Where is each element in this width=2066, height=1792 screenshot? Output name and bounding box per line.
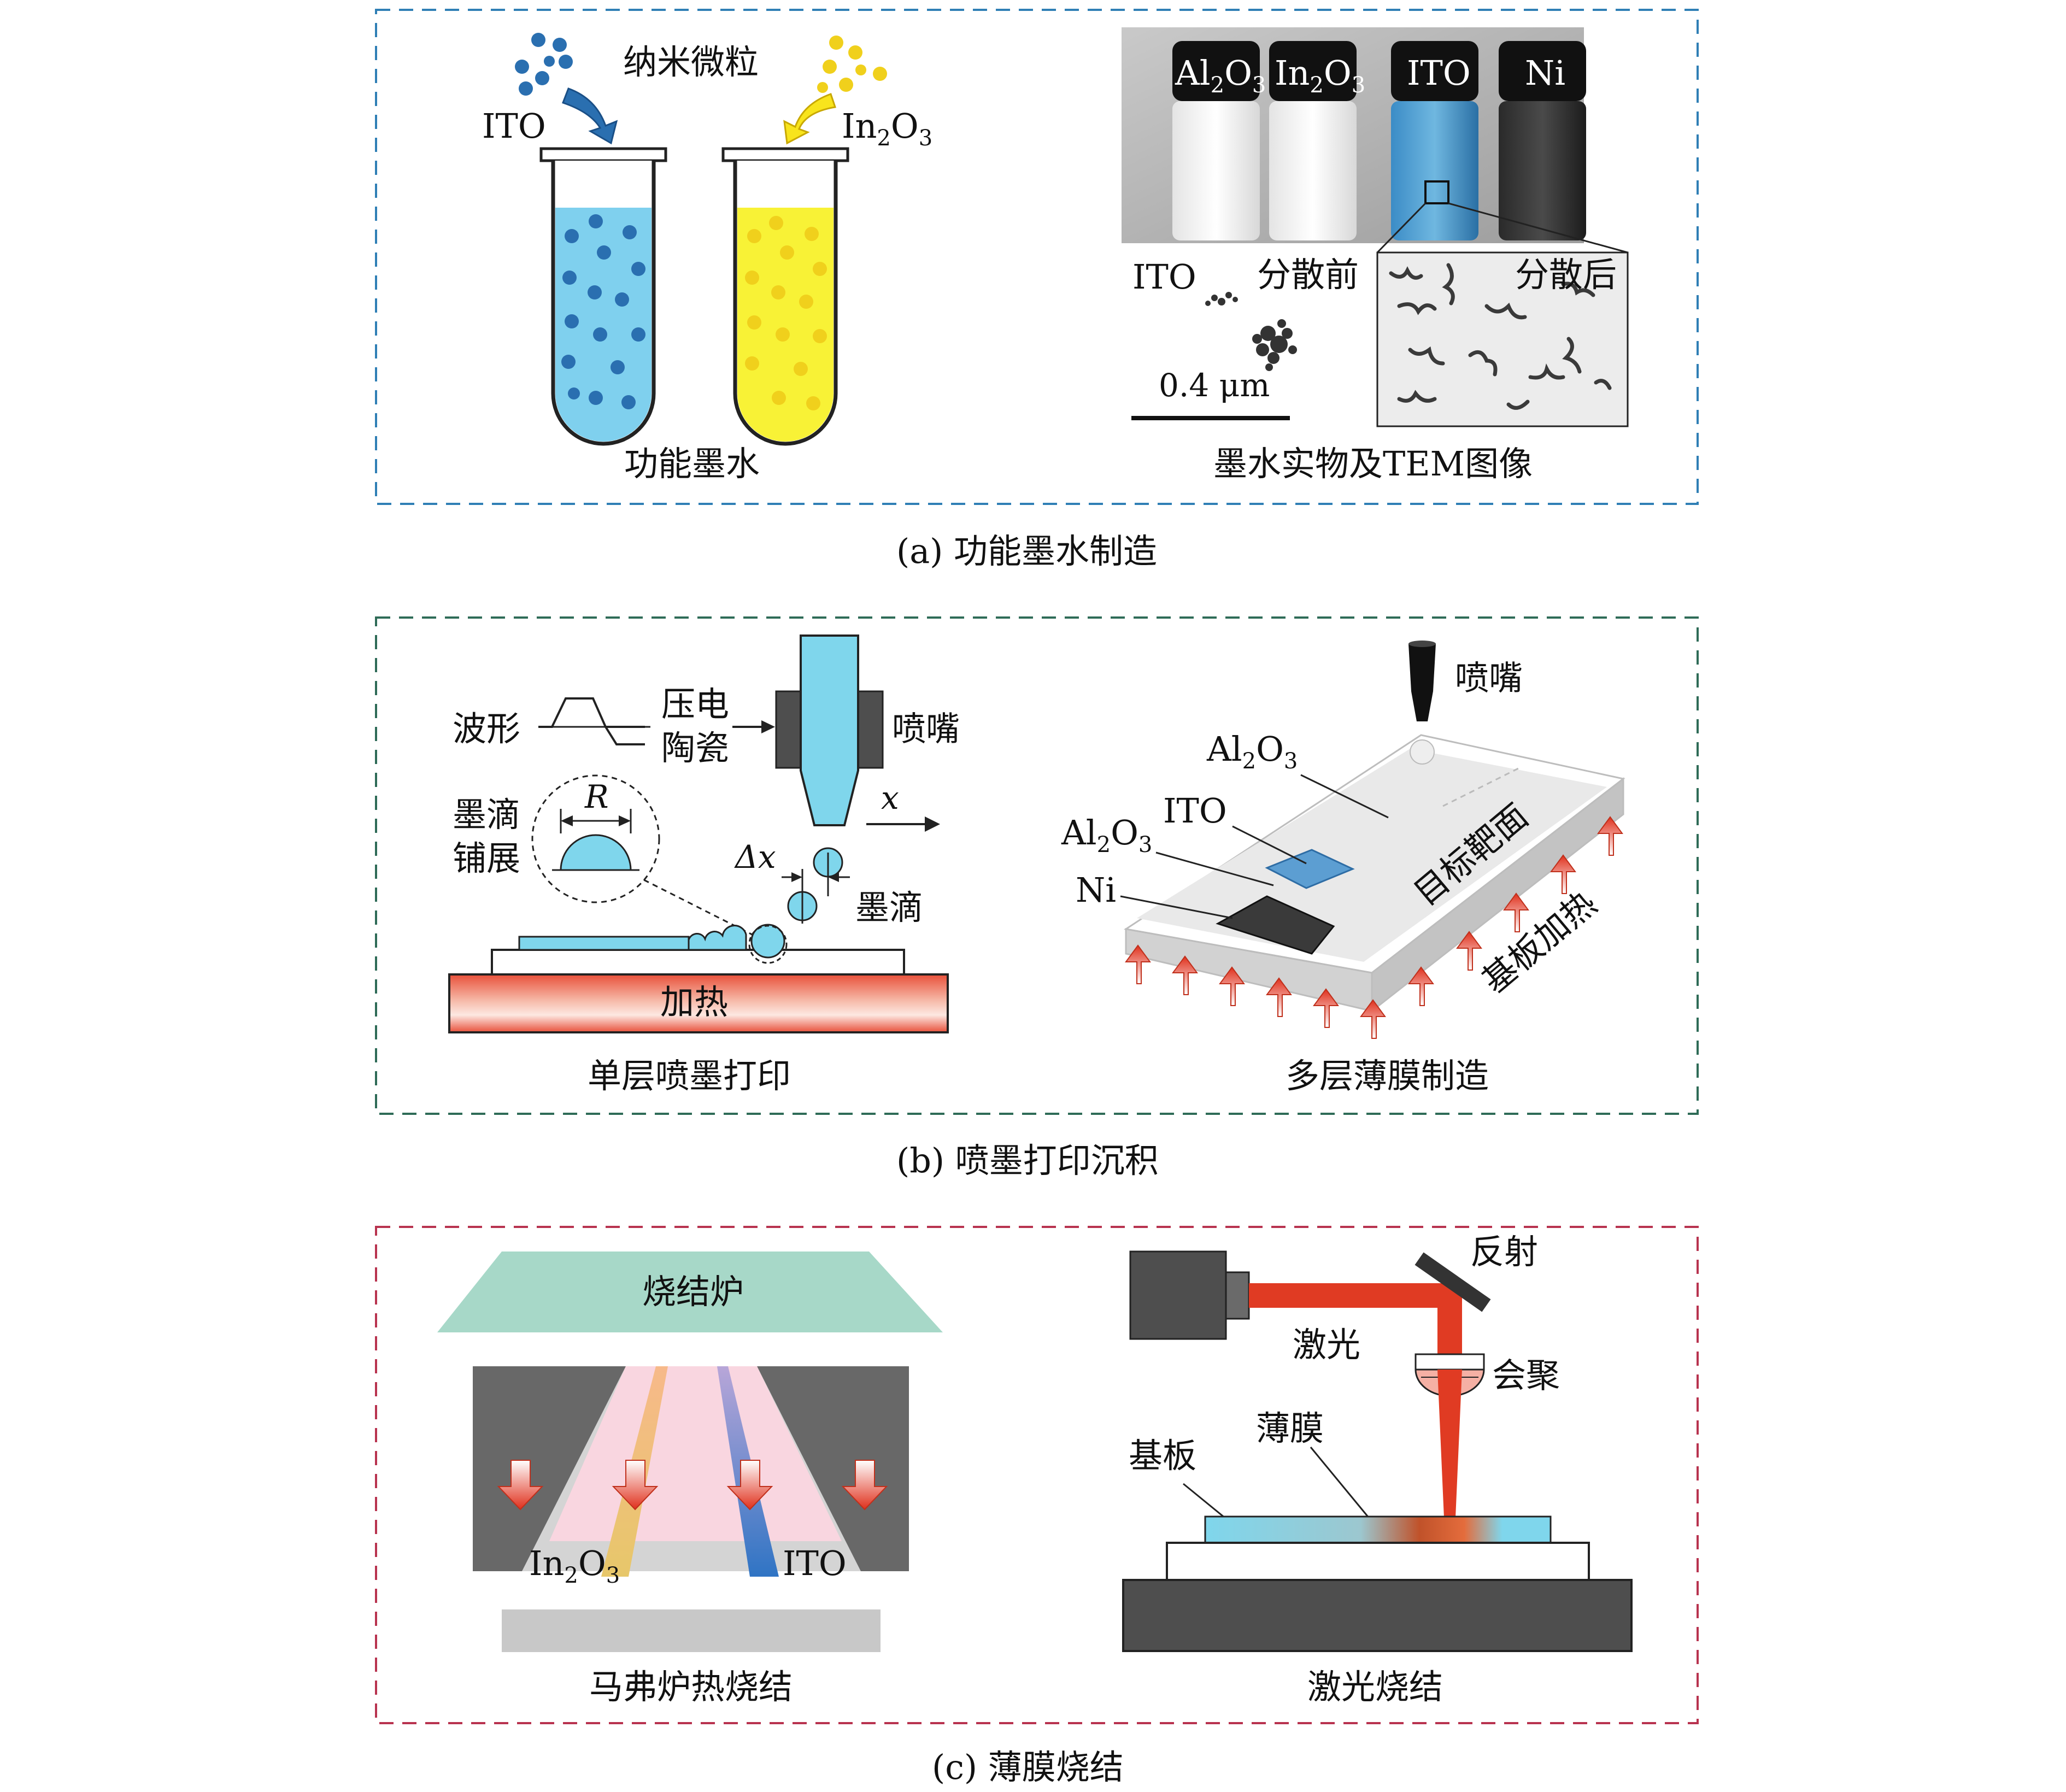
piezo-label-2: 陶瓷 (661, 728, 729, 768)
substrate-label: 基板 (1129, 1436, 1196, 1476)
svg-text:In2O3: In2O3 (842, 106, 932, 151)
ito-leader (1232, 825, 1307, 865)
yellow-arrow (783, 93, 836, 145)
laser-focused-beam (1437, 1370, 1462, 1530)
ni-layer (1216, 895, 1335, 955)
r-label: R (584, 778, 609, 815)
laser-sinter-label: 激光烧结 (1307, 1667, 1443, 1707)
single-label: 单层喷墨打印 (588, 1056, 791, 1096)
panel-c: 烧结炉 In2O3 ITO 马弗炉热烧结 反射 激光 (375, 1226, 1699, 1724)
film-leader (1310, 1447, 1376, 1525)
al2o3-top-label: Al2O3 (1206, 729, 1298, 774)
heating-label: 加热 (660, 982, 728, 1022)
blue-ink-tube (539, 147, 667, 446)
substrate (1166, 1542, 1590, 1581)
panel-b: 波形 压电 陶瓷 喷嘴 x 墨滴 铺展 R (375, 616, 1699, 1115)
zoom-box (1424, 180, 1449, 204)
vial-4 (1499, 41, 1586, 240)
waveform-icon (538, 697, 645, 745)
tem-after (1376, 251, 1629, 427)
spread-label-2: 铺展 (453, 838, 520, 878)
panel-a-border (375, 9, 1699, 505)
printhead (775, 634, 884, 826)
ni-leader (1120, 895, 1233, 919)
piezo-arrow-head (761, 720, 775, 733)
panel-c-border (375, 1226, 1699, 1724)
vial-1 (1172, 41, 1260, 240)
vial-cap-2: In2O3 (1275, 53, 1365, 98)
al2o3-mid-label: Al2O3 (1061, 813, 1152, 857)
film (1204, 1515, 1552, 1544)
focus-label: 会聚 (1492, 1355, 1560, 1395)
waveform-label: 波形 (453, 709, 520, 749)
muffle-label: 马弗炉热烧结 (589, 1667, 793, 1707)
panel-a: ITO 纳米微粒 In2O3 (375, 9, 1699, 505)
furnace-label: 烧结炉 (642, 1272, 744, 1312)
before-label: 分散前 (1257, 255, 1359, 295)
tem-before (1205, 292, 1297, 371)
r-arrow-right (619, 815, 631, 826)
al2o3-top-leader (1300, 774, 1389, 819)
vial-2 (1269, 41, 1357, 240)
spread-droplet (560, 834, 632, 871)
vials-photo: Al2O3 In2O3 ITO Ni (1122, 27, 1586, 243)
ito-label-b: ITO (1163, 791, 1227, 831)
vial-cap-3: ITO (1407, 53, 1471, 93)
piezo-label-1: 压电 (661, 684, 729, 724)
after-label: 分散后 (1515, 255, 1617, 295)
heat-arrows-down (497, 1460, 888, 1511)
spread-label-1: 墨滴 (453, 795, 520, 835)
dx-arrow-right-head (828, 872, 839, 882)
nozzle-label: 喷嘴 (892, 709, 960, 749)
dx-label: Δx (734, 838, 776, 876)
multi-label: 多层薄膜制造 (1286, 1056, 1489, 1096)
ito-layer (1265, 849, 1355, 889)
laser-beam-h (1249, 1283, 1462, 1308)
al2o3-mid-leader (1155, 851, 1274, 886)
yellow-ink-tube (721, 147, 849, 446)
film-label: 薄膜 (1256, 1408, 1324, 1448)
vial-cap-4: Ni (1525, 53, 1565, 93)
scale-label: 0.4 μm (1159, 367, 1270, 404)
ito-label-c: ITO (783, 1543, 847, 1583)
tubes-label: 功能墨水 (624, 444, 760, 484)
ito-nanoparticles (515, 33, 573, 96)
blue-arrow (562, 87, 618, 145)
laser-label: 激光 (1293, 1325, 1360, 1365)
caption-c: (c) 薄膜烧结 (932, 1747, 1124, 1787)
x-arrow-head (925, 816, 940, 832)
heat-arrows-bottom (1125, 816, 1623, 1039)
dx-arrow-left-head (791, 872, 802, 882)
tem-ito-label: ITO (1132, 257, 1196, 297)
ni-label: Ni (1076, 870, 1116, 910)
in2o3-nanoparticles (817, 36, 887, 93)
top-nozzle (1408, 641, 1436, 765)
dashed-marks (1442, 767, 1520, 807)
in2o3-label: In2O3 (842, 106, 932, 151)
mirror (1414, 1252, 1491, 1312)
multilayer-plate (1124, 734, 1625, 1013)
droplet-label: 墨滴 (855, 888, 923, 927)
panel-b-border (375, 616, 1699, 1115)
photo-label: 墨水实物及TEM图像 (1213, 444, 1533, 484)
laser-source (1129, 1250, 1250, 1340)
caption-b: (b) 喷墨打印沉积 (896, 1141, 1159, 1180)
reflect-label: 反射 (1470, 1232, 1538, 1272)
caption-a: (a) 功能墨水制造 (896, 531, 1157, 571)
muffle-base (502, 1609, 881, 1652)
nozzle-label-right: 喷嘴 (1455, 658, 1523, 698)
zoom-line-2 (1448, 202, 1628, 254)
x-label: x (881, 779, 899, 816)
ito-label: ITO (482, 106, 546, 146)
vial-cap-1: Al2O3 (1175, 53, 1266, 98)
furnace-hood (437, 1252, 943, 1332)
nanoparticle-label: 纳米微粒 (623, 42, 759, 82)
spread-zoom-circle (531, 774, 660, 903)
zoom-line-1 (1376, 202, 1427, 254)
in2o3-label-c: In2O3 (529, 1543, 620, 1588)
r-arrow-left (561, 815, 573, 826)
stage-base (1122, 1579, 1633, 1652)
single-layer-stage (448, 924, 949, 1033)
